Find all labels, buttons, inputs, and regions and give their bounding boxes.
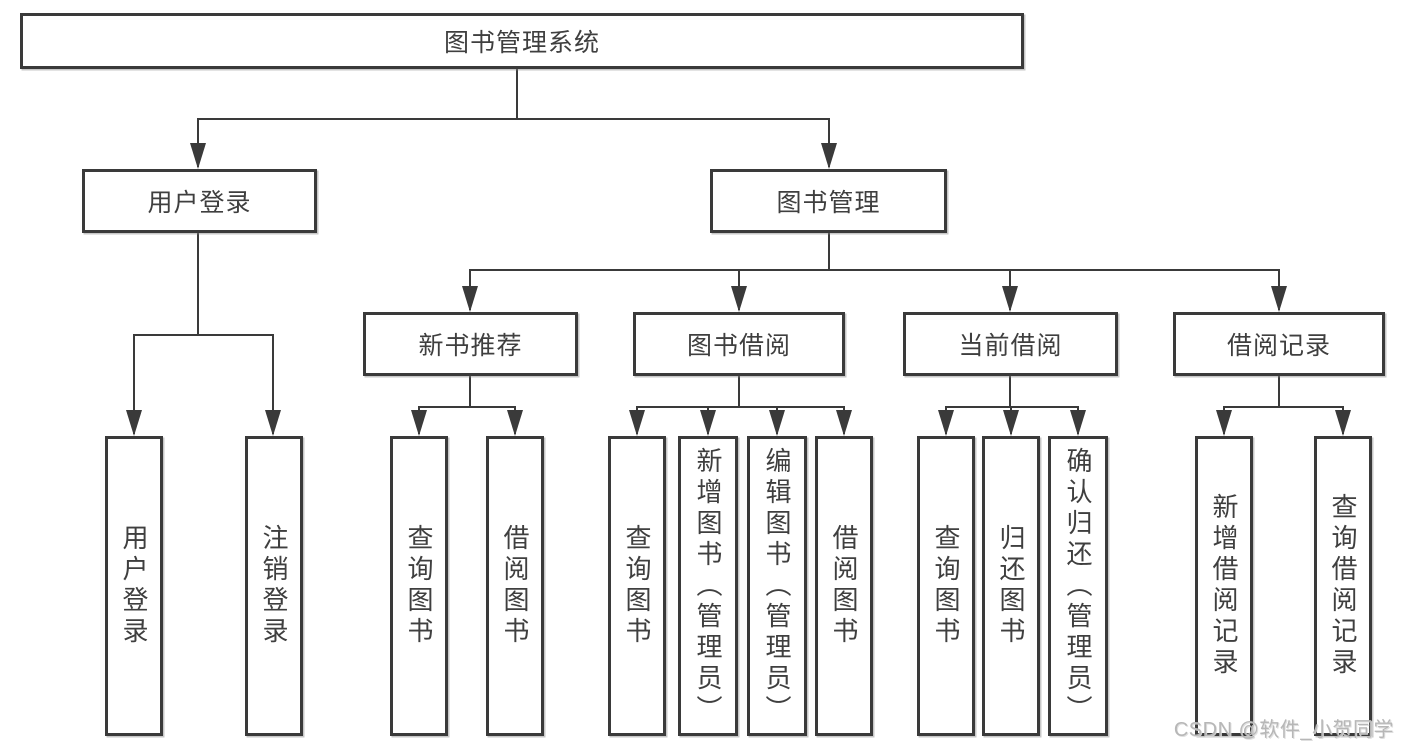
leaf-edit-books-admin: 编辑图书（管理员）: [747, 436, 807, 736]
connector-line-vertical: [1009, 375, 1011, 408]
leaf-edit-books-admin-label: 编辑图书（管理员）: [762, 446, 792, 726]
csdn-watermark: CSDN @软件_小贺同学: [1173, 719, 1394, 741]
leaf-borrow-books-recommend-label: 借阅图书: [500, 524, 530, 648]
leaf-user-login: 用户登录: [105, 436, 163, 736]
connector-line-horizontal: [469, 269, 1280, 271]
connector-line-horizontal: [636, 406, 845, 408]
leaf-return-books: 归还图书: [982, 436, 1040, 736]
arrowhead-down-icon: [700, 410, 716, 436]
node-user-login-label: 用户登录: [147, 189, 252, 217]
leaf-add-books-admin-label: 新增图书（管理员）: [693, 446, 723, 726]
leaf-query-borrow-record: 查询借阅记录: [1314, 436, 1372, 736]
node-current-borrowing-label: 当前借阅: [958, 332, 1063, 360]
leaf-logout-label: 注销登录: [259, 524, 289, 648]
connector-line-vertical: [516, 69, 518, 120]
leaf-logout: 注销登录: [245, 436, 303, 736]
leaf-query-books-borrowing-label: 查询图书: [622, 524, 652, 648]
connector-line-horizontal: [945, 406, 1079, 408]
leaf-borrow-books-borrowing-label: 借阅图书: [829, 524, 859, 648]
leaf-confirm-return-admin: 确认归还（管理员）: [1048, 436, 1108, 736]
leaf-add-borrow-record: 新增借阅记录: [1195, 436, 1253, 736]
arrowhead-down-icon: [821, 143, 837, 169]
connector-line-vertical: [133, 335, 135, 434]
arrowhead-down-icon: [1271, 286, 1287, 312]
node-root-label: 图书管理系统: [443, 29, 600, 57]
node-user-login: 用户登录: [82, 169, 317, 233]
arrowhead-down-icon: [731, 286, 747, 312]
connector-line-horizontal: [1223, 406, 1344, 408]
connector-line-vertical: [1278, 375, 1280, 408]
leaf-query-books-recommend: 查询图书: [390, 436, 448, 736]
node-book-management-label: 图书管理: [776, 189, 881, 217]
connector-line-vertical: [738, 375, 740, 408]
connector-line-horizontal: [418, 406, 516, 408]
arrowhead-down-icon: [507, 410, 523, 436]
arrowhead-down-icon: [629, 410, 645, 436]
leaf-query-books-recommend-label: 查询图书: [404, 524, 434, 648]
leaf-query-books-current: 查询图书: [917, 436, 975, 736]
connector-line-vertical: [469, 375, 471, 408]
node-root-system: 图书管理系统: [20, 13, 1024, 69]
arrowhead-down-icon: [1003, 410, 1019, 436]
node-borrowing-records: 借阅记录: [1173, 312, 1385, 376]
arrowhead-down-icon: [265, 410, 281, 436]
arrowhead-down-icon: [462, 286, 478, 312]
arrowhead-down-icon: [126, 410, 142, 436]
leaf-confirm-return-admin-label: 确认归还（管理员）: [1063, 446, 1093, 726]
leaf-query-borrow-record-label: 查询借阅记录: [1328, 493, 1358, 679]
node-new-book-recommend-label: 新书推荐: [418, 332, 523, 360]
arrowhead-down-icon: [1070, 410, 1086, 436]
leaf-query-books-borrowing: 查询图书: [608, 436, 666, 736]
leaf-borrow-books-recommend: 借阅图书: [486, 436, 544, 736]
arrowhead-down-icon: [836, 410, 852, 436]
leaf-return-books-label: 归还图书: [996, 524, 1026, 648]
leaf-user-login-label: 用户登录: [119, 524, 149, 648]
node-current-borrowing: 当前借阅: [903, 312, 1118, 376]
connector-line-vertical: [197, 232, 199, 336]
leaf-add-borrow-record-label: 新增借阅记录: [1209, 493, 1239, 679]
leaf-add-books-admin: 新增图书（管理员）: [678, 436, 738, 736]
arrowhead-down-icon: [1216, 410, 1232, 436]
arrowhead-down-icon: [411, 410, 427, 436]
arrowhead-down-icon: [769, 410, 785, 436]
leaf-borrow-books-borrowing: 借阅图书: [815, 436, 873, 736]
arrowhead-down-icon: [938, 410, 954, 436]
node-book-borrowing-label: 图书借阅: [686, 332, 791, 360]
connector-line-vertical: [272, 335, 274, 434]
arrowhead-down-icon: [1335, 410, 1351, 436]
node-book-management: 图书管理: [710, 169, 947, 233]
arrowhead-down-icon: [1002, 286, 1018, 312]
node-borrowing-records-label: 借阅记录: [1226, 332, 1331, 360]
node-new-book-recommend: 新书推荐: [363, 312, 578, 376]
arrowhead-down-icon: [190, 143, 206, 169]
connector-line-vertical: [828, 232, 830, 271]
node-book-borrowing: 图书借阅: [633, 312, 845, 376]
connector-line-horizontal: [197, 118, 830, 120]
connector-line-horizontal: [133, 334, 274, 336]
leaf-query-books-current-label: 查询图书: [931, 524, 961, 648]
